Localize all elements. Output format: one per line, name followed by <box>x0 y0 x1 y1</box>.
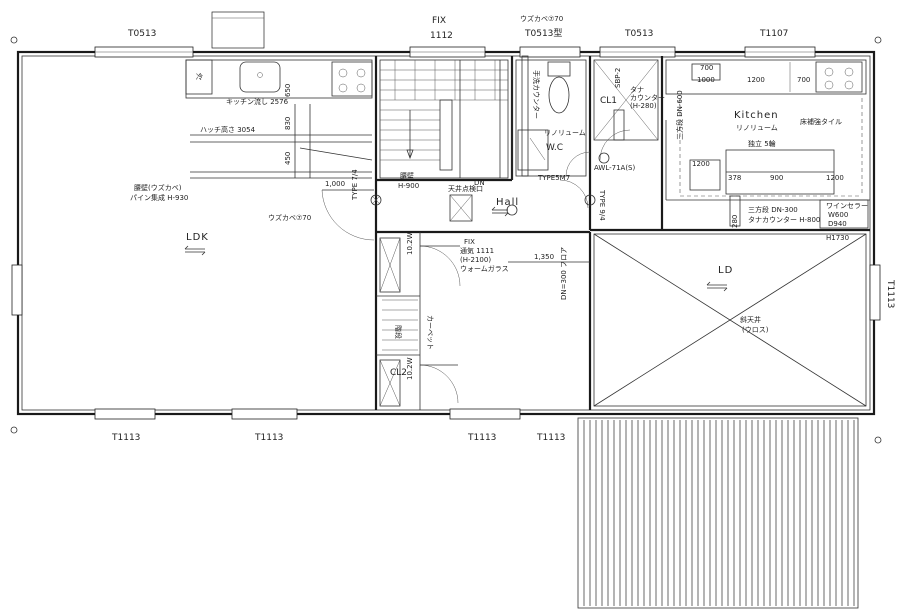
bottom-windows <box>94 408 521 420</box>
window-t0513-type: T0513型 <box>524 28 562 39</box>
kitchen-tile-label: 床補強タイル <box>800 117 842 126</box>
window-t0513-right: T0513 <box>624 29 653 39</box>
fix-top-size: 1112 <box>430 31 453 41</box>
carpet-label: カーペット <box>426 315 434 350</box>
dim-830: 830 <box>284 117 292 130</box>
dim-378: 378 <box>728 174 741 182</box>
counter-height: (H-280) <box>630 102 657 110</box>
wine-w: W600 <box>828 211 848 219</box>
wc-label: W.C <box>546 143 563 153</box>
cl1-closet <box>593 59 659 164</box>
top-windows <box>94 46 816 58</box>
dim-1200b: 1200 <box>692 160 710 168</box>
fix-hall-label: FIX <box>464 238 475 246</box>
counter-label: カウンター <box>630 93 665 102</box>
direction-arrows <box>184 206 728 292</box>
dim-1200c: 1200 <box>826 174 844 182</box>
fix-hall-2: 通気 1111 <box>460 246 494 255</box>
window-t0513-left: T0513 <box>127 29 156 39</box>
dim-1350: 1,350 <box>534 253 554 261</box>
window-t1113-b2: T1113 <box>254 433 283 443</box>
koshikabe-ldk-label: 腰壁(ウズカベ) <box>134 183 182 192</box>
dim-700a: 700 <box>700 64 713 72</box>
fix-hall-4: ウォームガラス <box>460 264 509 273</box>
ldk-kitchen-counter <box>185 59 373 179</box>
awl-label: AWL-71A(S) <box>594 164 636 172</box>
wine-h: H1730 <box>826 234 849 242</box>
dim-1200a: 1200 <box>747 76 765 84</box>
dn-label: DN <box>474 179 485 187</box>
window-t1113-b4: T1113 <box>536 433 565 443</box>
koshikabe-hall-height: H-900 <box>398 182 419 190</box>
koshikabe-ldk-sub: パイン集成 H-930 <box>130 193 188 202</box>
dim-700b: 700 <box>797 76 810 84</box>
lower-storage <box>379 237 461 407</box>
tenjo-label: 天井点検口 <box>448 184 483 193</box>
kitchen-floor-label: リノリューム <box>736 124 778 132</box>
dim-1000: 1,000 <box>325 180 345 188</box>
window-t1113-right: T1113 <box>885 279 895 308</box>
side-windows <box>11 264 881 321</box>
fix-top-box <box>211 11 265 49</box>
window-t1107: T1107 <box>759 29 788 39</box>
registration-marks <box>10 36 882 444</box>
fix-hall-3: (H-2100) <box>460 256 491 264</box>
shatenjo-sub: (ウロス) <box>742 326 769 334</box>
wc-counter-label: 手洗カウンター <box>532 70 541 119</box>
wine-label: ワインセラー <box>826 202 868 210</box>
type-hall-label: TYPE 9/4 <box>598 189 606 221</box>
plan-labels: FIX 1112 T0513 T0513型 T0513 T1107 T1113 … <box>111 14 895 443</box>
staircase <box>379 59 509 179</box>
sanpoudan-label: 三方段 DN-600 <box>675 90 684 140</box>
kitchen-sink-label: キッチン流し 2576 <box>226 97 289 106</box>
tana-label: タナ <box>630 85 644 94</box>
hall-area <box>449 179 596 263</box>
dim-650: 650 <box>284 84 292 97</box>
kitchen-area <box>665 59 870 229</box>
shatenjo-label: 斜天井 <box>740 315 761 324</box>
seki-goshi-label: 独立 5輪 <box>748 139 776 148</box>
wc-room <box>511 55 591 180</box>
interior-walls <box>374 56 870 410</box>
sunkaku2-label: 10.2W <box>406 357 414 380</box>
hall-label: Hall <box>496 197 519 208</box>
kitchen-label: Kitchen <box>734 110 779 121</box>
ld-label: LD <box>718 265 733 276</box>
ldk-label: LDK <box>186 232 209 243</box>
sanpoudan2-label: 三方段 DN-300 <box>748 205 798 214</box>
wine-d: D940 <box>828 220 847 228</box>
dn300-label: DN=300 フロア <box>560 247 568 300</box>
sbp-label: SBP-2 <box>614 68 622 88</box>
cl2-label: CL2 <box>390 368 407 378</box>
dim-450: 450 <box>284 152 292 165</box>
type-mid-label: TYPE 7/4 <box>351 169 359 201</box>
type5m7-label: TYPE5M7 <box>537 174 570 182</box>
refrigerator-label: 冷 <box>196 72 203 81</box>
uzukabe-mid-label: ウズカベ⑦70 <box>268 213 311 222</box>
wc-floor-label: リノリューム <box>544 129 586 137</box>
window-t1113-b3: T1113 <box>467 433 496 443</box>
deck <box>577 417 859 609</box>
dim-1000k: 1000 <box>697 76 715 84</box>
window-t1113-b1: T1113 <box>111 433 140 443</box>
koshikabe-hall-label: 腰壁 <box>400 171 414 180</box>
fix-top-label: FIX <box>432 16 446 26</box>
tana-counter-label: タナカウンター H-800 <box>748 215 820 224</box>
dim-280: 280 <box>731 215 739 228</box>
cl1-label: CL1 <box>600 96 617 106</box>
kaidan-label: 階段 <box>394 325 403 339</box>
dim-900: 900 <box>770 174 783 182</box>
ldk-door <box>321 189 382 241</box>
ld-room <box>593 233 867 407</box>
hatch-label: ハッチ高さ 3054 <box>200 125 256 134</box>
uzukabe-top-label: ウズカベ⑦70 <box>520 14 563 23</box>
sunkaku-label: 10.2W <box>406 232 414 255</box>
